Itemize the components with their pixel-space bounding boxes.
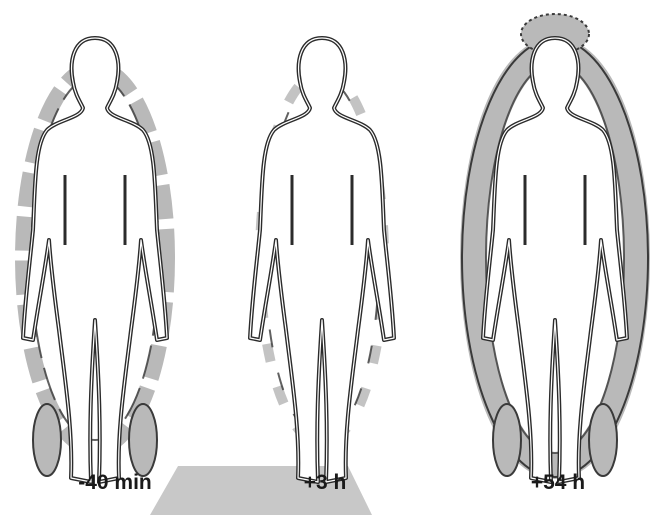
panel-label-2: +3 h: [245, 466, 405, 500]
body-silhouette-1: [23, 38, 167, 482]
panel-label-3: +54 h: [478, 466, 638, 500]
body-silhouette-2: [250, 38, 394, 482]
body-silhouette-3: [462, 14, 648, 482]
panel-label-1: -40 min: [35, 466, 195, 500]
